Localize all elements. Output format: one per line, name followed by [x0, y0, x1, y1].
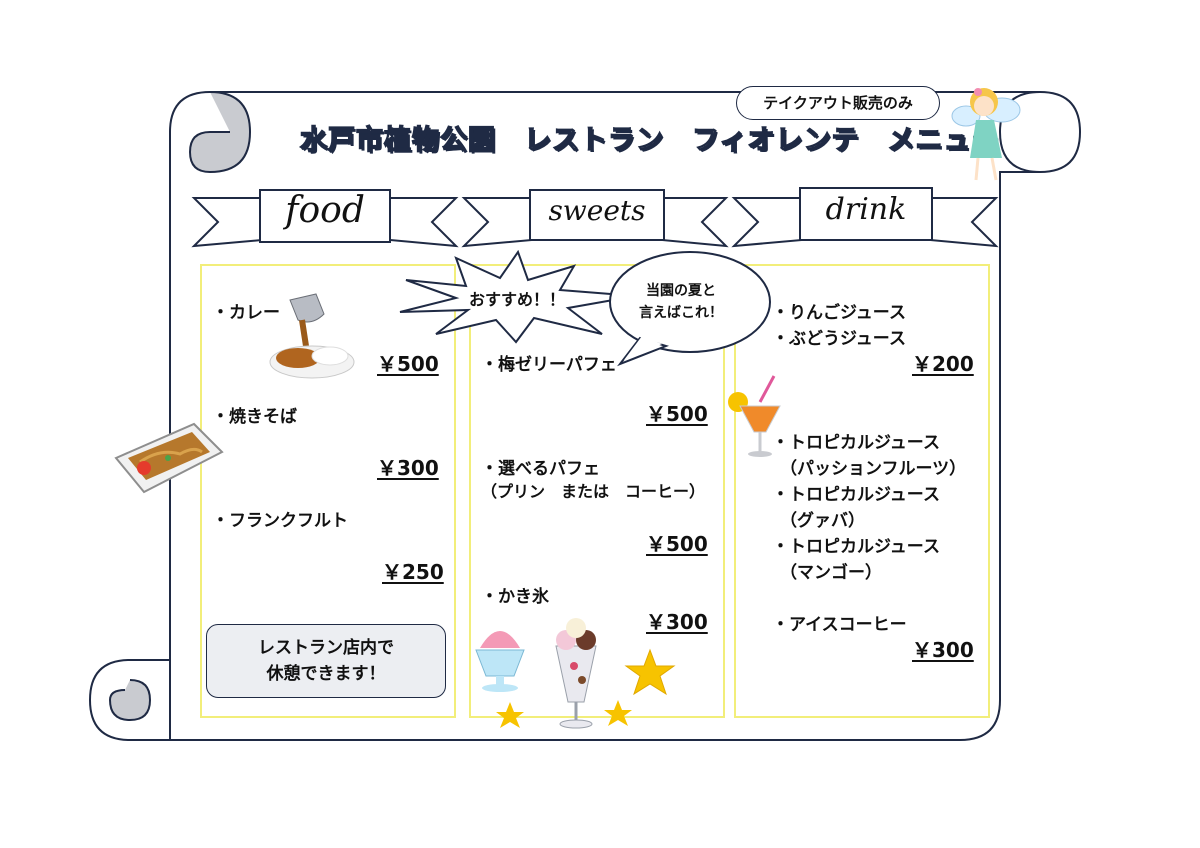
tropical-passion-sub: （パッションフルーツ）: [780, 459, 967, 479]
ribbon-sweets: [461, 189, 729, 248]
ribbon-food: [191, 189, 459, 248]
menu-item-tropical-passion: ・トロピカルジュース: [772, 433, 940, 453]
price-ume-parfait: ￥500: [646, 402, 708, 426]
section-label-drink: drink: [825, 192, 907, 227]
price-tropical-coffee: ￥300: [912, 638, 974, 662]
note-line-2: 休憩できます！: [266, 664, 386, 684]
tropical-guava-sub: （グァバ）: [780, 511, 865, 531]
price-juice: ￥200: [912, 352, 974, 376]
choice-parfait-options: （プリン または コーヒー）: [481, 482, 706, 501]
menu-item-ume-parfait: ・梅ゼリーパフェ: [481, 355, 617, 375]
price-curry: ￥500: [377, 352, 439, 376]
curry-illustration: [269, 293, 355, 379]
menu-item-kakigori: ・かき氷: [481, 587, 549, 607]
price-frankfurt: ￥250: [382, 560, 444, 584]
yakisoba-illustration: [114, 422, 224, 494]
ribbon-drink: [731, 187, 999, 248]
menu-item-apple-juice: ・りんごジュース: [772, 303, 906, 323]
recommend-burst: [399, 250, 637, 344]
bubble-line-2: 言えばこれ！: [639, 305, 723, 321]
menu-item-curry: ・カレー: [212, 303, 280, 323]
tropical-drink-illustration: [728, 375, 781, 457]
section-label-sweets: sweets: [548, 194, 646, 227]
fairy-illustration: [951, 88, 1021, 181]
menu-item-choice-parfait: ・選べるパフェ: [481, 459, 600, 479]
price-yakisoba: ￥300: [377, 456, 439, 480]
section-label-food: food: [285, 190, 365, 231]
bubble-line-1: 当園の夏と: [646, 283, 716, 299]
takeout-only-badge: テイクアウト販売のみ: [736, 86, 940, 120]
speech-bubble-text: 当園の夏と 言えばこれ！: [626, 280, 736, 324]
page-title: 水戸市植物公園 レストラン フィオレンテ メニュー: [299, 124, 1000, 156]
menu-item-iced-coffee: ・アイスコーヒー: [772, 615, 907, 635]
note-line-1: レストラン店内で: [258, 638, 394, 658]
menu-item-frankfurt: ・フランクフルト: [212, 511, 348, 531]
tropical-mango-sub: （マンゴー）: [780, 563, 882, 583]
recommend-label: おすすめ！！: [468, 290, 565, 309]
menu-item-grape-juice: ・ぶどうジュース: [772, 329, 906, 349]
price-kakigori: ￥300: [646, 610, 708, 634]
menu-item-yakisoba: ・焼きそば: [212, 407, 297, 427]
sweets-illustration: [475, 618, 676, 729]
rest-area-note: レストラン店内で 休憩できます！: [206, 624, 446, 698]
menu-item-tropical-mango: ・トロピカルジュース: [772, 537, 940, 557]
price-choice-parfait: ￥500: [646, 532, 708, 556]
speech-bubble: [609, 251, 771, 367]
drink-panel: [734, 264, 990, 718]
menu-item-tropical-guava: ・トロピカルジュース: [772, 485, 940, 505]
